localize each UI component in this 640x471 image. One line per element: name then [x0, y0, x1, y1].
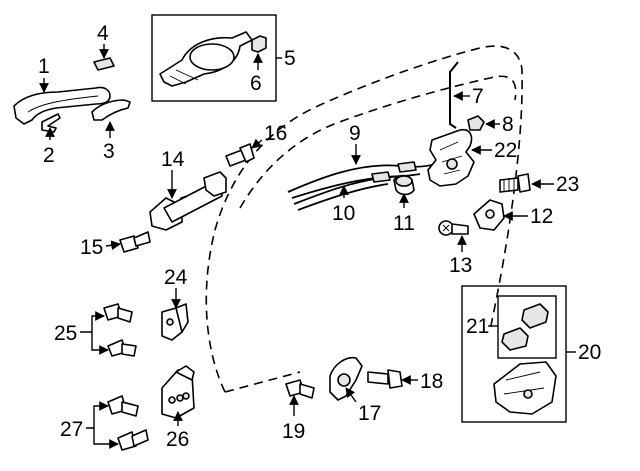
- callout-11: 11: [393, 212, 415, 235]
- latch-housing-part: [493, 361, 557, 415]
- check-bolt-upper-part: [225, 143, 255, 167]
- callout-17: 17: [358, 402, 381, 425]
- callout-25: 25: [54, 322, 77, 345]
- callout-12: 12: [530, 205, 553, 228]
- callout-16: 16: [264, 122, 287, 145]
- callout-4: 4: [97, 22, 109, 45]
- handle-clip-part: [251, 35, 267, 53]
- handle-cover-part: [93, 57, 115, 71]
- leader-lines: [39, 44, 576, 449]
- handle-gasket-part: [41, 113, 61, 133]
- lock-rod-part: [449, 61, 459, 129]
- lock-bolt-part: [499, 173, 531, 193]
- callout-2: 2: [43, 144, 55, 167]
- callout-20: 20: [578, 341, 601, 364]
- actuator-bushing-part: [393, 174, 415, 196]
- callout-10: 10: [332, 202, 355, 225]
- hinge-bolt-lower-part: [107, 339, 137, 357]
- latch-clip-upper-part: [521, 303, 549, 329]
- upper-hinge-part: [161, 303, 189, 341]
- callout-14: 14: [161, 148, 185, 171]
- door-check-part: [149, 171, 227, 231]
- callout-7: 7: [472, 85, 484, 108]
- callout-8: 8: [502, 113, 514, 136]
- callout-23: 23: [556, 173, 579, 196]
- callout-9: 9: [349, 122, 361, 145]
- lock-plate-part: [329, 356, 363, 401]
- callout-22: 22: [494, 139, 517, 162]
- callout-3: 3: [103, 140, 115, 163]
- door-outline: [205, 45, 523, 393]
- callout-21: 21: [466, 315, 489, 338]
- latch-clip-lower-part: [501, 327, 529, 351]
- lower-hinge-part: [161, 365, 195, 419]
- inner-handle-part: [159, 31, 253, 87]
- callout-13: 13: [449, 254, 472, 277]
- plate-bolt-part: [285, 379, 315, 399]
- callout-15: 15: [80, 236, 103, 259]
- callout-27: 27: [60, 418, 83, 441]
- door-striker-part: [473, 199, 505, 231]
- callout-labels: 1 2 3 4 5 6 7 8 9 10 11 12 13 14 15 16 1…: [38, 22, 601, 451]
- lock-cable-part: [287, 161, 441, 199]
- callout-1: 1: [38, 55, 50, 78]
- callout-18: 18: [420, 370, 443, 393]
- plate-screw-part: [367, 369, 403, 389]
- clip-kit-box: [497, 295, 557, 359]
- door-lock-actuator-part: [427, 128, 475, 187]
- callout-26: 26: [166, 428, 189, 451]
- check-bolt-lower-part: [119, 231, 151, 253]
- callout-5: 5: [284, 47, 296, 70]
- callout-6: 6: [250, 72, 262, 95]
- latch-kit-box: [461, 285, 567, 423]
- striker-screw-part: [438, 220, 469, 236]
- handle-pad-part: [91, 99, 131, 121]
- hinge-bolt-upper-part: [103, 303, 133, 323]
- callout-19: 19: [282, 420, 305, 443]
- lower-hinge-bolt-upper-part: [107, 395, 139, 417]
- rod-clip-part: [467, 115, 485, 131]
- lower-hinge-bolt-lower-part: [117, 429, 149, 451]
- callout-24: 24: [164, 266, 188, 289]
